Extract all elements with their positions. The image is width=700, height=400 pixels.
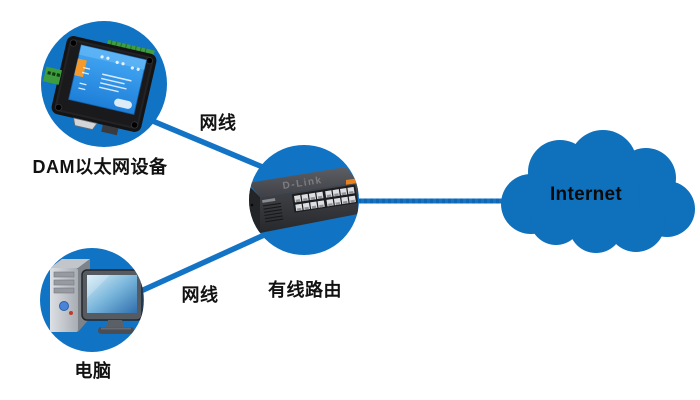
label-dam-device: DAM以太网设备 [32, 157, 168, 177]
drive-bays [53, 271, 75, 294]
computer-illustration [50, 259, 143, 334]
label-computer: 电脑 [74, 361, 112, 381]
label-cable-top: 网线 [199, 113, 237, 133]
switch-top-face [249, 167, 358, 197]
panel-relay-marks [78, 55, 140, 91]
switch-orange-accent [346, 178, 358, 185]
power-button [59, 301, 69, 311]
label-cable-bottom: 网线 [181, 285, 219, 305]
label-router: 有线路由 [268, 280, 342, 300]
tower-front [50, 268, 78, 332]
cable-pc-to-router [127, 223, 287, 299]
monitor-neck [106, 320, 124, 327]
router-illustration: D-Link [249, 167, 358, 233]
device-port [101, 124, 119, 136]
cable-dam-to-router [133, 111, 287, 179]
tower-top [50, 259, 90, 268]
internet-cloud [501, 130, 695, 253]
monitor-screen [87, 275, 137, 313]
panel-text-lines [99, 73, 132, 109]
reset-button [69, 311, 73, 315]
label-internet: Internet [549, 184, 623, 205]
switch-vents [262, 202, 284, 223]
switch-front-logo [262, 198, 276, 203]
terminal-block-green [43, 66, 63, 85]
dam-device-illustration [43, 36, 157, 136]
switch-ports [291, 184, 358, 213]
db9-connector [73, 117, 98, 131]
